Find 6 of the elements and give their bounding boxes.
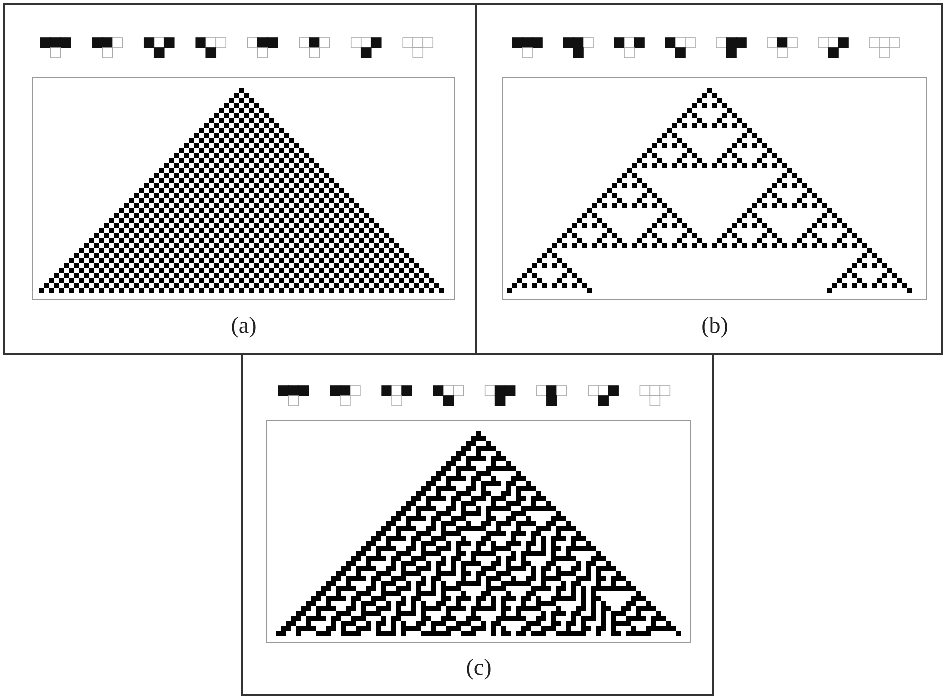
- panel-frame: [241, 353, 714, 696]
- panel-caption: (a): [231, 313, 257, 339]
- panel-caption: (c): [466, 655, 492, 681]
- panel-frame: [475, 3, 943, 355]
- panel-frame: [3, 3, 477, 355]
- panel-caption: (b): [702, 313, 728, 339]
